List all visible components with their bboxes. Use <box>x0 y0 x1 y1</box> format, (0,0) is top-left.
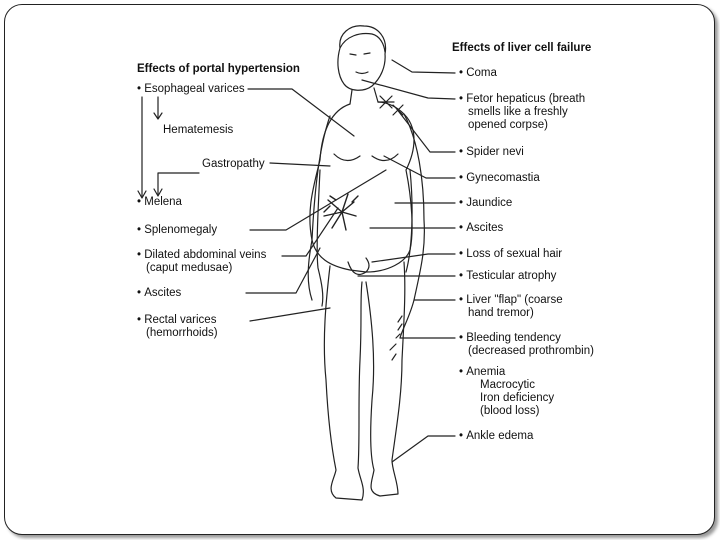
label-spider-nevi: Spider nevi <box>459 146 524 159</box>
label-ankle-edema: Ankle edema <box>459 430 533 443</box>
right-leg <box>365 261 406 497</box>
label-esophageal-varices: Esophageal varices <box>137 83 244 96</box>
pointer-ascites-left <box>245 247 321 294</box>
portal-hypertension-title: Effects of portal hypertension <box>137 63 300 75</box>
label-hematemesis: Hematemesis <box>163 124 234 136</box>
pointer-rectal <box>249 307 331 322</box>
label-liver-flap-2: hand tremor) <box>468 307 534 319</box>
label-melena: Melena <box>137 196 182 209</box>
label-splenomegaly: Splenomegaly <box>137 224 217 237</box>
label-anemia-macrocytic: Macrocytic <box>480 379 535 391</box>
label-bleeding-tendency-2: (decreased prothrombin) <box>468 345 594 357</box>
label-fetor-hepaticus-2: smells like a freshly <box>468 106 568 118</box>
arrow-gastropathy-melena <box>157 172 200 195</box>
pointer-coma <box>391 59 456 74</box>
neck <box>349 87 379 105</box>
pointer-ankle <box>391 435 456 463</box>
label-coma: Coma <box>459 67 497 80</box>
label-dilated-veins: Dilated abdominal veins <box>137 249 266 262</box>
pointer-fetor <box>361 79 456 100</box>
label-rectal-varices-sub: (hemorrhoids) <box>146 327 218 339</box>
caput-medusae-veins <box>323 193 359 231</box>
pointer-splenomegaly <box>249 169 387 231</box>
label-gastropathy: Gastropathy <box>202 158 265 170</box>
pointer-gastropathy <box>269 162 331 167</box>
label-loss-sexual-hair: Loss of sexual hair <box>459 248 562 261</box>
left-leg <box>323 265 364 501</box>
right-arm <box>399 113 425 339</box>
label-bleeding-tendency: Bleeding tendency <box>459 332 561 345</box>
label-testicular-atrophy: Testicular atrophy <box>459 270 556 283</box>
label-dilated-veins-sub: (caput medusae) <box>146 262 233 274</box>
pointer-spider <box>395 107 456 153</box>
slide-frame <box>4 4 715 535</box>
label-gynecomastia: Gynecomastia <box>459 172 540 185</box>
liver-failure-title: Effects of liver cell failure <box>452 42 592 54</box>
label-ascites-liver: Ascites <box>459 222 503 235</box>
pointer-dilated <box>281 207 339 257</box>
label-fetor-hepaticus-3: opened corpse) <box>468 119 548 131</box>
pointer-hair <box>371 253 456 263</box>
label-liver-flap: Liver "flap" (coarse <box>459 294 562 307</box>
label-fetor-hepaticus: Fetor hepaticus (breath <box>459 93 585 106</box>
hair <box>339 32 386 53</box>
spider-nevi <box>377 95 395 109</box>
label-anemia: Anemia <box>459 366 505 379</box>
label-anemia-iron: Iron deficiency <box>480 392 555 404</box>
pointer-gyneco <box>383 155 456 179</box>
label-jaundice: Jaundice <box>459 197 512 210</box>
torso-outline <box>309 101 415 273</box>
label-ascites-portal: Ascites <box>137 287 181 300</box>
label-anemia-blood-loss: (blood loss) <box>480 405 540 417</box>
label-rectal-varices: Rectal varices <box>137 314 216 327</box>
head-outline <box>337 25 387 91</box>
pointer-esophageal <box>247 88 355 137</box>
left-arm <box>307 115 331 307</box>
